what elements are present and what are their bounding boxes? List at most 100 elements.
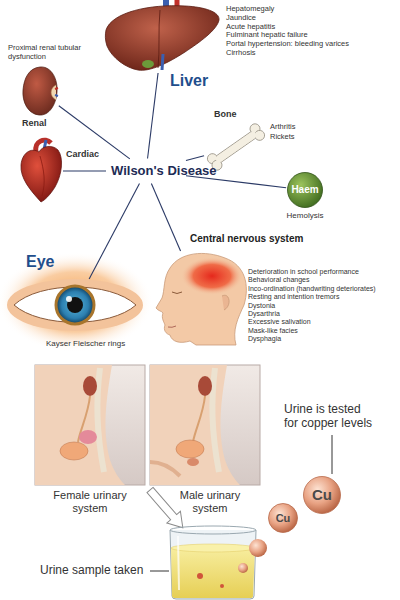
central-title: Wilson's Disease (111, 164, 181, 179)
heart-illustration (21, 146, 62, 202)
kidney-illustration (55, 95, 58, 96)
symptom-item: Dysarthria (248, 310, 280, 318)
copper-ball (238, 563, 248, 573)
eye-illustration (0, 252, 153, 352)
organ-renal: Proximal renal tubular dysfunctionRenal (20, 66, 58, 116)
symptom-item: Acute hepatitis (226, 23, 275, 32)
haem-circle (288, 173, 323, 208)
head-illustration (168, 326, 176, 327)
liver-illustration (158, 10, 160, 68)
male-urinary-illustration (187, 458, 199, 466)
organ-heading: Eye (26, 253, 54, 271)
organ-heading: Renal (22, 118, 47, 128)
symptom-item: Fulminant hepatic failure (226, 31, 308, 40)
organ-cardiac: Cardiac (20, 140, 62, 202)
urine-beaker (197, 573, 203, 579)
connector-line (59, 106, 130, 159)
eye-illustration (7, 279, 143, 331)
bone-illustration (205, 122, 266, 172)
symptom-item: Cirrhosis (226, 49, 256, 58)
organ-haem: HaemHemolysis (287, 172, 323, 208)
symptom-item: Arthritis (270, 123, 295, 132)
heart-illustration (21, 140, 62, 202)
male-urinary-illustration (150, 365, 260, 485)
symptom-item: Kayser Fleischer rings (46, 339, 125, 348)
bone-illustration (214, 130, 257, 163)
eye-illustration (0, 252, 153, 352)
liver-illustration (162, 54, 163, 70)
symptom-item: Resting and intention tremors (248, 293, 339, 301)
eye-illustration (56, 286, 94, 324)
bone-illustration (214, 130, 258, 164)
female-urinary-illustration (83, 376, 97, 396)
male-urinary-illustration (198, 376, 212, 396)
liver-illustration (105, 0, 219, 70)
symptom-item: Inco-ordination (handwriting deteriorate… (248, 285, 376, 293)
head-illustration (181, 257, 243, 295)
female-urinary-illustration (35, 365, 145, 485)
head-illustration (156, 253, 246, 345)
symptom-item: Hepatomegaly (226, 5, 274, 14)
female-urinary-illustration (60, 442, 88, 460)
copper-ball: Cu (268, 503, 298, 533)
connector-line (151, 183, 180, 251)
symptom-item: Excessive salivation (248, 318, 311, 326)
element-symbol: Cu (312, 486, 332, 503)
element-symbol: Cu (276, 512, 291, 525)
urine-beaker (220, 584, 224, 588)
organ-liver: LiverHepatomegalyJaundiceAcute hepatitis… (105, 2, 220, 72)
symptom-item: Mask-like facies (248, 327, 298, 335)
symptom-item: Hemolysis (287, 211, 324, 220)
copper-ball: Cu (303, 476, 341, 514)
organ-heading: Cardiac (66, 149, 99, 159)
male-urinary-illustration (176, 440, 204, 458)
heart-illustration (40, 156, 44, 196)
connector-line (186, 156, 204, 161)
female-urinary-illustration (35, 365, 145, 485)
symptom-item: Rickets (270, 133, 295, 142)
liver-illustration (142, 60, 154, 68)
connector-line (148, 73, 159, 159)
organ-heading: Central nervous system (190, 233, 303, 245)
copper-ball (249, 539, 267, 557)
leader-line (150, 435, 332, 571)
leader-line (150, 571, 169, 572)
callout-text: Urine sample taken (40, 563, 143, 577)
connector-line (89, 183, 139, 279)
female-urinary-illustration (79, 430, 97, 444)
eye-illustration (66, 296, 72, 302)
symptom-item: Proximal renal tubular dysfunction (8, 44, 88, 61)
urine-beaker (171, 544, 255, 552)
symptom-item: Portal hypertension: bleeding varices (226, 40, 349, 49)
head-illustration (222, 295, 229, 310)
female-urinary-illustration (97, 368, 104, 472)
kidney-illustration (23, 67, 57, 115)
copper-ball-shape (304, 477, 341, 514)
organ-heading: Liver (170, 72, 208, 90)
liver-illustration (105, 6, 219, 71)
male-urinary-illustration (150, 365, 240, 485)
figure-caption: Female urinary system (40, 489, 140, 515)
urine-beaker (178, 536, 179, 590)
male-urinary-illustration (212, 368, 219, 472)
eye-illustration (56, 286, 94, 324)
organ-heading: Bone (214, 109, 237, 119)
connector-line (63, 170, 106, 171)
leader-line (332, 435, 333, 474)
symptom-item: Behavioral changes (248, 276, 310, 284)
organ-bone: BoneArthritisRickets (205, 125, 265, 170)
kidney-illustration (51, 85, 56, 100)
kidney-illustration (55, 88, 58, 89)
central-title-node: Wilson's Disease (107, 160, 185, 183)
organ-eye: EyeKayser Fleischer rings (10, 280, 140, 332)
kidney-illustration (23, 67, 58, 115)
head-illustration (172, 292, 182, 294)
urine-beaker (170, 526, 256, 534)
copper-ball-shape (269, 504, 298, 533)
head-illustration (156, 253, 246, 345)
copper-ball (238, 539, 267, 573)
connector-line (186, 176, 286, 188)
figure-caption: Male urinary system (165, 489, 255, 515)
